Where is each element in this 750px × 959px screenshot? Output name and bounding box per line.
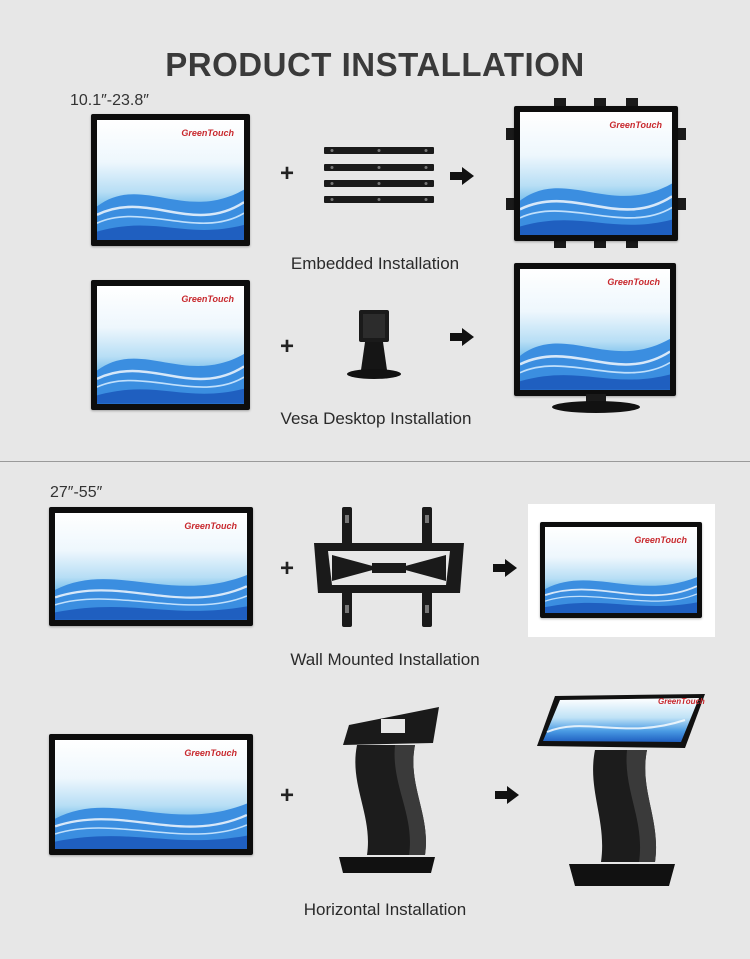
- desktop-base-icon: [552, 394, 640, 413]
- kiosk-stand-icon: [339, 707, 439, 873]
- kiosk-monitor: [537, 694, 705, 886]
- wave-graphic: [97, 188, 244, 240]
- wave-graphic: [97, 353, 244, 404]
- page-title: PRODUCT INSTALLATION: [165, 46, 585, 83]
- size-range-large: 27″-55″: [50, 484, 103, 501]
- monitor-screen: GreenTouch: [55, 740, 247, 849]
- touch-monitor: GreenTouch: [49, 507, 253, 626]
- plus-icon: +: [280, 555, 295, 582]
- plus-icon: +: [280, 782, 295, 809]
- wave-graphic: [55, 573, 247, 620]
- brand-logo: GreenTouch: [181, 128, 234, 138]
- section-divider: [0, 461, 750, 462]
- monitor-screen: GreenTouch: [520, 112, 672, 235]
- monitor-screen: GreenTouch: [97, 120, 244, 240]
- wall-mount-icon: [314, 507, 464, 627]
- arrow-right-icon: [493, 559, 517, 577]
- size-range-small: 10.1″-23.8″: [70, 92, 149, 109]
- arrow-right-icon: [495, 786, 519, 804]
- brand-logo: GreenTouch: [184, 748, 237, 758]
- touch-monitor: GreenTouch: [514, 106, 678, 241]
- wave-graphic: [55, 801, 247, 849]
- touch-monitor: GreenTouch: [540, 522, 702, 618]
- monitor-screen: GreenTouch: [97, 286, 244, 404]
- arrow-right-icon: [450, 167, 474, 185]
- caption-horizontal: Horizontal Installation: [303, 900, 467, 919]
- plus-icon: +: [280, 160, 295, 187]
- wave-graphic: [520, 182, 672, 235]
- touch-monitor: GreenTouch: [49, 734, 253, 855]
- monitor-screen: GreenTouch: [55, 513, 247, 620]
- brand-logo: GreenTouch: [658, 697, 705, 706]
- caption-embedded: Embedded Installation: [290, 254, 460, 273]
- wave-graphic: [545, 575, 697, 613]
- mounting-bracket-icon: [324, 147, 434, 203]
- wave-graphic: [520, 337, 670, 390]
- embedded-frame-icon: [506, 98, 686, 248]
- monitor-screen: GreenTouch: [520, 269, 670, 390]
- touch-monitor: GreenTouch: [91, 280, 250, 410]
- brand-logo: GreenTouch: [609, 120, 662, 130]
- touch-monitor: GreenTouch: [514, 263, 676, 396]
- vesa-stand-icon: [347, 310, 401, 379]
- brand-logo: GreenTouch: [184, 521, 237, 531]
- touch-monitor: GreenTouch: [91, 114, 250, 246]
- caption-vesa: Vesa Desktop Installation: [280, 409, 472, 428]
- caption-wall: Wall Mounted Installation: [290, 650, 480, 669]
- arrow-right-icon: [450, 328, 474, 346]
- brand-logo: GreenTouch: [607, 277, 660, 287]
- monitor-screen: GreenTouch: [545, 527, 697, 613]
- brand-logo: GreenTouch: [634, 535, 687, 545]
- brand-logo: GreenTouch: [181, 294, 234, 304]
- plus-icon: +: [280, 333, 295, 360]
